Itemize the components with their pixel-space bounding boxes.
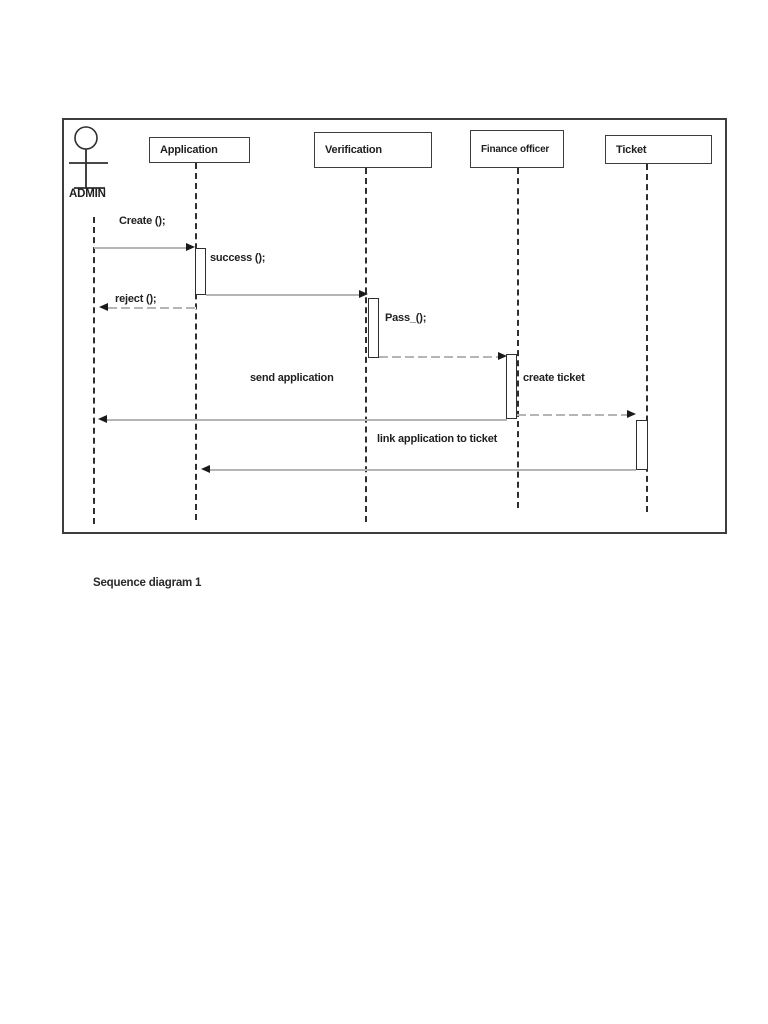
lifeline-application [195,163,197,520]
arrowhead-left-icon [201,465,210,473]
activation-bar-verification [368,298,379,358]
arrowhead-right-icon [627,410,636,418]
message-line-create [94,247,187,249]
message-label-create-ticket: create ticket [523,372,585,384]
arrowhead-right-icon [498,352,507,360]
lifeline-finance-officer [517,168,519,508]
lifeline-head-verification-label: Verification [325,144,382,156]
diagram-caption: Sequence diagram 1 [93,577,202,589]
activation-bar-finance-officer [506,354,517,419]
arrowhead-right-icon [359,290,368,298]
lifeline-ticket [646,164,648,512]
message-line-finance-to-ticket [517,414,628,416]
message-label-success: success (); [210,252,266,264]
message-label-link: link application to ticket [377,433,498,445]
activation-bar-application [195,248,206,295]
message-line-verification-to-finance [379,356,499,358]
lifeline-head-finance-officer-label: Finance officer [481,143,550,155]
lifeline-head-finance-officer: Finance officer [470,130,564,168]
actor-admin-label: ADMIN [69,188,106,200]
sequence-diagram-frame: ADMIN Application Verification Finance o… [62,118,727,534]
activation-bar-ticket [636,420,648,470]
arrowhead-left-icon [98,415,107,423]
lifeline-head-application-label: Application [160,144,218,156]
lifeline-admin [93,217,95,524]
message-line-application-to-verification [206,294,360,296]
arrowhead-left-icon [99,303,108,311]
message-line-ticket-to-application [210,469,636,471]
lifeline-verification [365,168,367,522]
actor-admin-icon [69,126,108,189]
message-label-send-application: send application [250,372,334,384]
lifeline-head-verification: Verification [314,132,432,168]
message-label-reject: reject (); [115,293,157,305]
lifeline-head-ticket-label: Ticket [616,143,647,156]
lifeline-head-application: Application [149,137,250,163]
message-line-return-to-admin [107,419,507,421]
message-line-reject [108,307,196,309]
message-label-create: Create (); [119,215,166,227]
arrowhead-right-icon [186,243,195,251]
lifeline-head-ticket: Ticket [605,135,712,164]
message-label-pass: Pass_(); [385,312,427,324]
